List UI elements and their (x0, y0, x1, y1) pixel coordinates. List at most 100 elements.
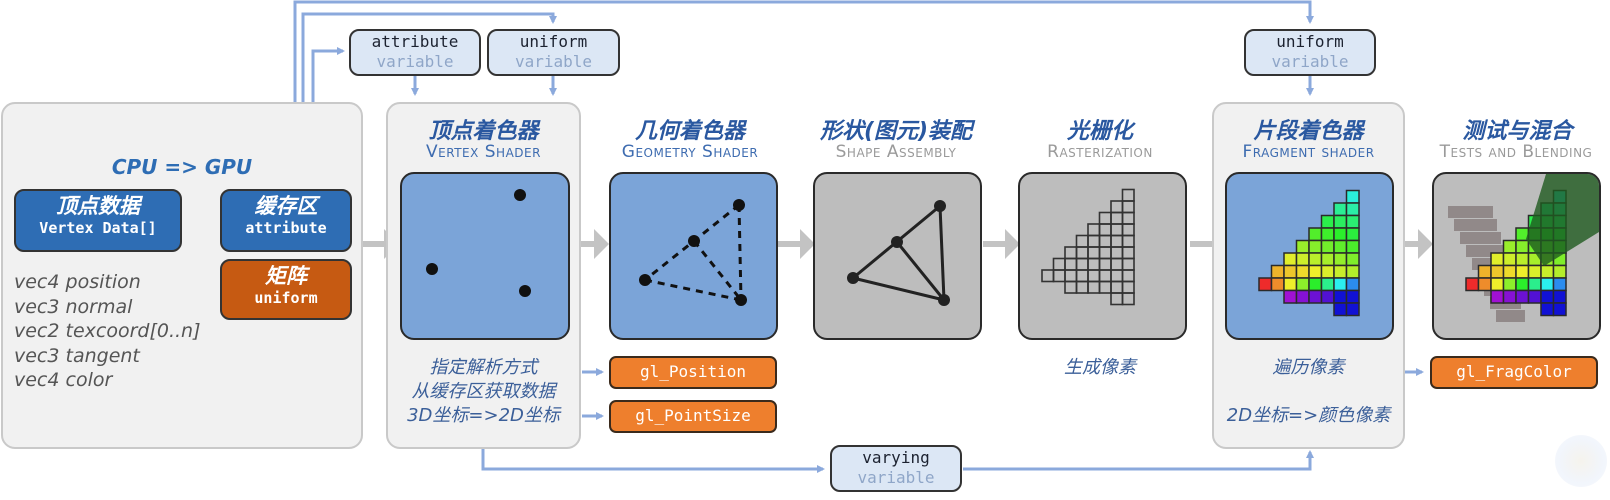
pixel-cell (1110, 292, 1124, 306)
colored-pixel-grid-illustration (1258, 189, 1360, 317)
pixel-cell (1345, 289, 1360, 304)
pixel-cell (1075, 269, 1089, 283)
attribute-item: vec3 normal (14, 295, 133, 318)
attribute-variable-box: attribute variable (349, 29, 481, 76)
pixel-cell (1121, 211, 1135, 225)
pixel-cell (1308, 277, 1323, 292)
desc-line: 从缓存区获取数据 (411, 381, 556, 402)
tests-blending-title-en: Tests and Blending (1439, 142, 1593, 162)
attribute-variable-name: attribute (371, 32, 459, 51)
vertex-point (519, 285, 531, 297)
vertex-shader-desc: 指定解析方式 从缓存区获取数据 3D坐标=>2D坐标 (386, 356, 581, 428)
desc-line (1212, 380, 1405, 404)
pixel-cell (1041, 269, 1055, 283)
gl-pointsize-output: gl_PointSize (609, 400, 777, 433)
pixel-cell (1477, 277, 1492, 292)
pixel-cell (1295, 277, 1310, 292)
pixel-cell (1320, 289, 1335, 304)
pixel-cell (1110, 200, 1124, 214)
shadow-step (1448, 206, 1493, 218)
pixel-cell (1527, 289, 1542, 304)
rasterization-desc: 生成像素 (1064, 357, 1136, 378)
pixel-cell (1087, 234, 1101, 248)
pixel-cell (1270, 277, 1285, 292)
uniform-variable-box: uniform variable (487, 29, 620, 76)
pixel-cell (1345, 189, 1360, 204)
fragment-uniform-variable-box: uniform variable (1244, 29, 1376, 76)
shadow-step (1454, 219, 1497, 231)
pixel-cell (1345, 252, 1360, 267)
pixel-cell (1320, 239, 1335, 254)
gl-position-output: gl_Position (609, 356, 777, 389)
attribute-item: vec2 texcoord[0..n] (14, 320, 201, 342)
vertex-point (934, 200, 946, 212)
pixel-cell (1052, 257, 1066, 271)
raster-grid-illustration (1041, 188, 1135, 306)
pixel-cell (1295, 264, 1310, 279)
pixel-cell (1110, 223, 1124, 237)
shape-triangle-illustration (847, 200, 950, 306)
pixel-cell (1110, 257, 1124, 271)
fragment-uniform-variable-kind: variable (1271, 52, 1349, 71)
vertex-data-cn: 顶点数据 (56, 194, 140, 218)
vertex-point (891, 236, 903, 248)
occluding-shape (1526, 174, 1599, 266)
pixel-cell (1333, 289, 1348, 304)
pixel-cell (1087, 246, 1101, 260)
pixel-cell (1121, 280, 1135, 294)
vertex-point (639, 274, 651, 286)
pixel-cell (1121, 246, 1135, 260)
matrix-en: uniform (254, 289, 318, 307)
connector-to-uniform-top (301, 12, 557, 102)
buffer-en: attribute (245, 219, 327, 237)
attribute-item: vec4 color (14, 369, 113, 391)
pixel-cell (1283, 289, 1298, 304)
pixel-cell (1121, 234, 1135, 248)
pixel-cell (1098, 211, 1112, 225)
pixel-cell (1540, 289, 1555, 304)
geometry-shader-stage (609, 172, 778, 340)
pixel-cell (1552, 264, 1567, 279)
matrix-box: 矩阵 uniform (220, 259, 352, 320)
pixel-cell (1490, 289, 1505, 304)
vertex-shader-stage (400, 172, 570, 340)
pixel-cell (1320, 277, 1335, 292)
connector-to-fragment-uniform (293, 0, 1314, 102)
geometry-triangle-illustration (639, 199, 747, 306)
pixel-cell (1098, 280, 1112, 294)
pipeline-arrow (572, 229, 609, 259)
pixel-cell (1320, 252, 1335, 267)
vertex-point (735, 294, 747, 306)
pixel-cell (1098, 257, 1112, 271)
pixel-cell (1121, 188, 1135, 202)
vertex-shader-title-en: Vertex Shader (426, 142, 541, 162)
varying-variable-box: varying variable (830, 445, 962, 492)
pixel-cell (1320, 214, 1335, 229)
pixel-cell (1121, 292, 1135, 306)
pixel-cell (1121, 257, 1135, 271)
pixel-cell (1283, 277, 1298, 292)
pipeline-arrow (778, 229, 815, 259)
pixel-cell (1087, 280, 1101, 294)
pipeline-arrow (983, 229, 1020, 259)
vertex-points-illustration (426, 189, 531, 297)
pixel-cell (1333, 302, 1348, 317)
pixel-cell (1270, 264, 1285, 279)
pixel-cell (1110, 211, 1124, 225)
pixel-cell (1110, 246, 1124, 260)
pixel-cell (1552, 289, 1567, 304)
pixel-cell (1515, 289, 1530, 304)
pixel-cell (1465, 277, 1480, 292)
pixel-cell (1075, 234, 1089, 248)
pixel-cell (1490, 277, 1505, 292)
uniform-variable-name: uniform (519, 32, 588, 51)
gl-fragcolor-output: gl_FragColor (1430, 356, 1598, 389)
watermark-logo (1555, 435, 1607, 487)
pixel-cell (1087, 257, 1101, 271)
pixel-cell (1345, 277, 1360, 292)
blended-pixel-grid-illustration (1448, 174, 1599, 322)
pixel-cell (1110, 280, 1124, 294)
pixel-cell (1552, 277, 1567, 292)
desc-line: 3D坐标=>2D坐标 (407, 405, 560, 426)
pixel-cell (1490, 252, 1505, 267)
